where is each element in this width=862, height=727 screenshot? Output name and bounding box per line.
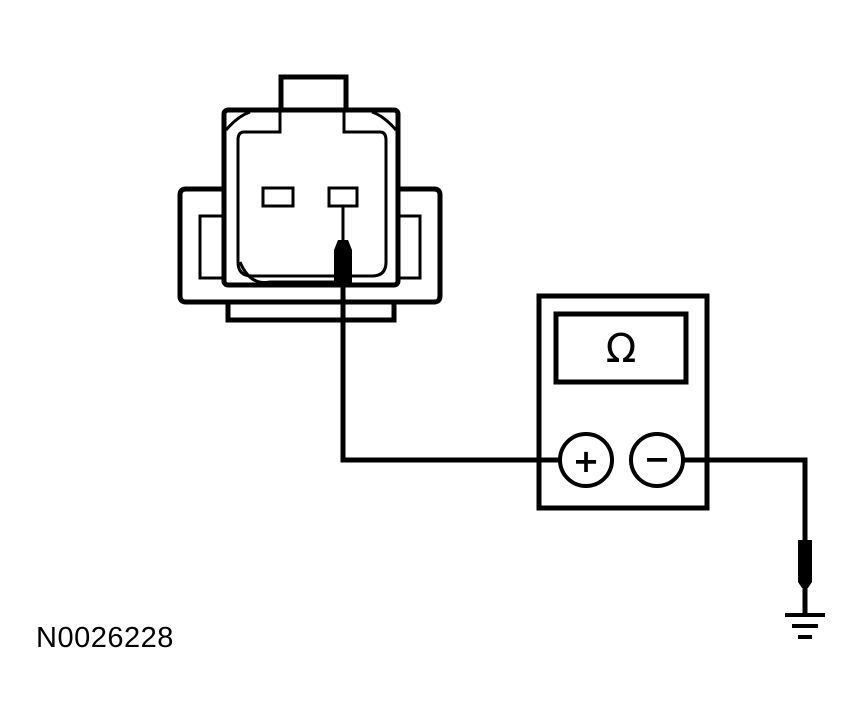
connector-corner-left	[224, 110, 251, 131]
probe-connector[interactable]	[334, 206, 352, 287]
ground-probe	[798, 540, 812, 614]
lead-positive	[340, 287, 560, 463]
connector-flange	[177, 186, 443, 305]
multimeter-body	[536, 293, 710, 511]
multimeter-display	[553, 311, 689, 385]
connector-body	[221, 107, 401, 288]
connector	[177, 74, 443, 323]
positive-terminal[interactable]	[558, 432, 614, 488]
connector-bottom-curve	[238, 261, 350, 285]
connector-cavity	[236, 112, 388, 278]
terminal-slot-1	[261, 186, 295, 208]
multimeter: Ω + −	[536, 293, 710, 511]
negative-terminal-label: −	[644, 440, 671, 478]
connector-bottom-lip	[225, 302, 397, 323]
ground-probe-tip	[798, 540, 812, 588]
probe-tip	[334, 240, 352, 287]
ground-icon	[785, 613, 825, 639]
ohm-symbol: Ω	[606, 326, 637, 372]
connector-latch	[278, 74, 349, 110]
figure-id: N0026228	[36, 622, 174, 654]
positive-terminal-label: +	[573, 442, 600, 480]
connector-corner-right	[371, 110, 398, 131]
lead-negative	[683, 457, 808, 540]
